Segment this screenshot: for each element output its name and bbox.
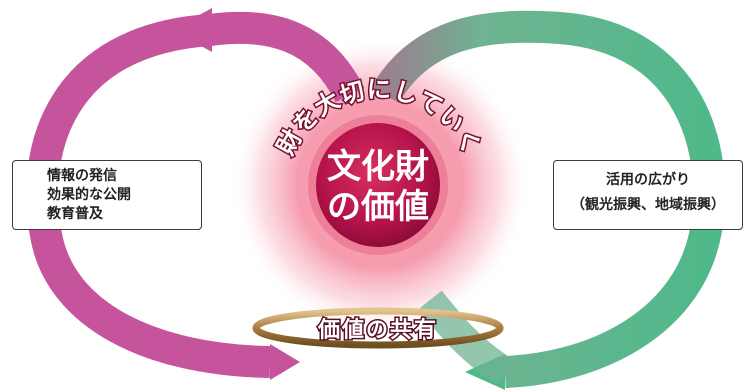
shared-value-label: 価値の共有: [317, 317, 438, 343]
right-box-line: 活用の広がり: [606, 172, 690, 188]
info-dissemination-box: 情報の発信 効果的な公開 教育普及: [12, 160, 202, 230]
core-title-line1: 文化財: [327, 147, 429, 187]
core-circle: [316, 123, 440, 247]
left-box-line: 情報の発信: [47, 168, 117, 184]
core-title-line2: の価値: [327, 187, 429, 227]
gold-ring: [252, 307, 504, 349]
magenta-cycle-arrow: [26, 8, 365, 380]
right-box-line: （観光振興、地域振興）: [571, 197, 725, 213]
left-box-line: 効果的な公開: [47, 187, 131, 203]
left-box-line: 教育普及: [47, 206, 103, 222]
utilization-box: 活用の広がり （観光振興、地域振興）: [553, 160, 743, 230]
